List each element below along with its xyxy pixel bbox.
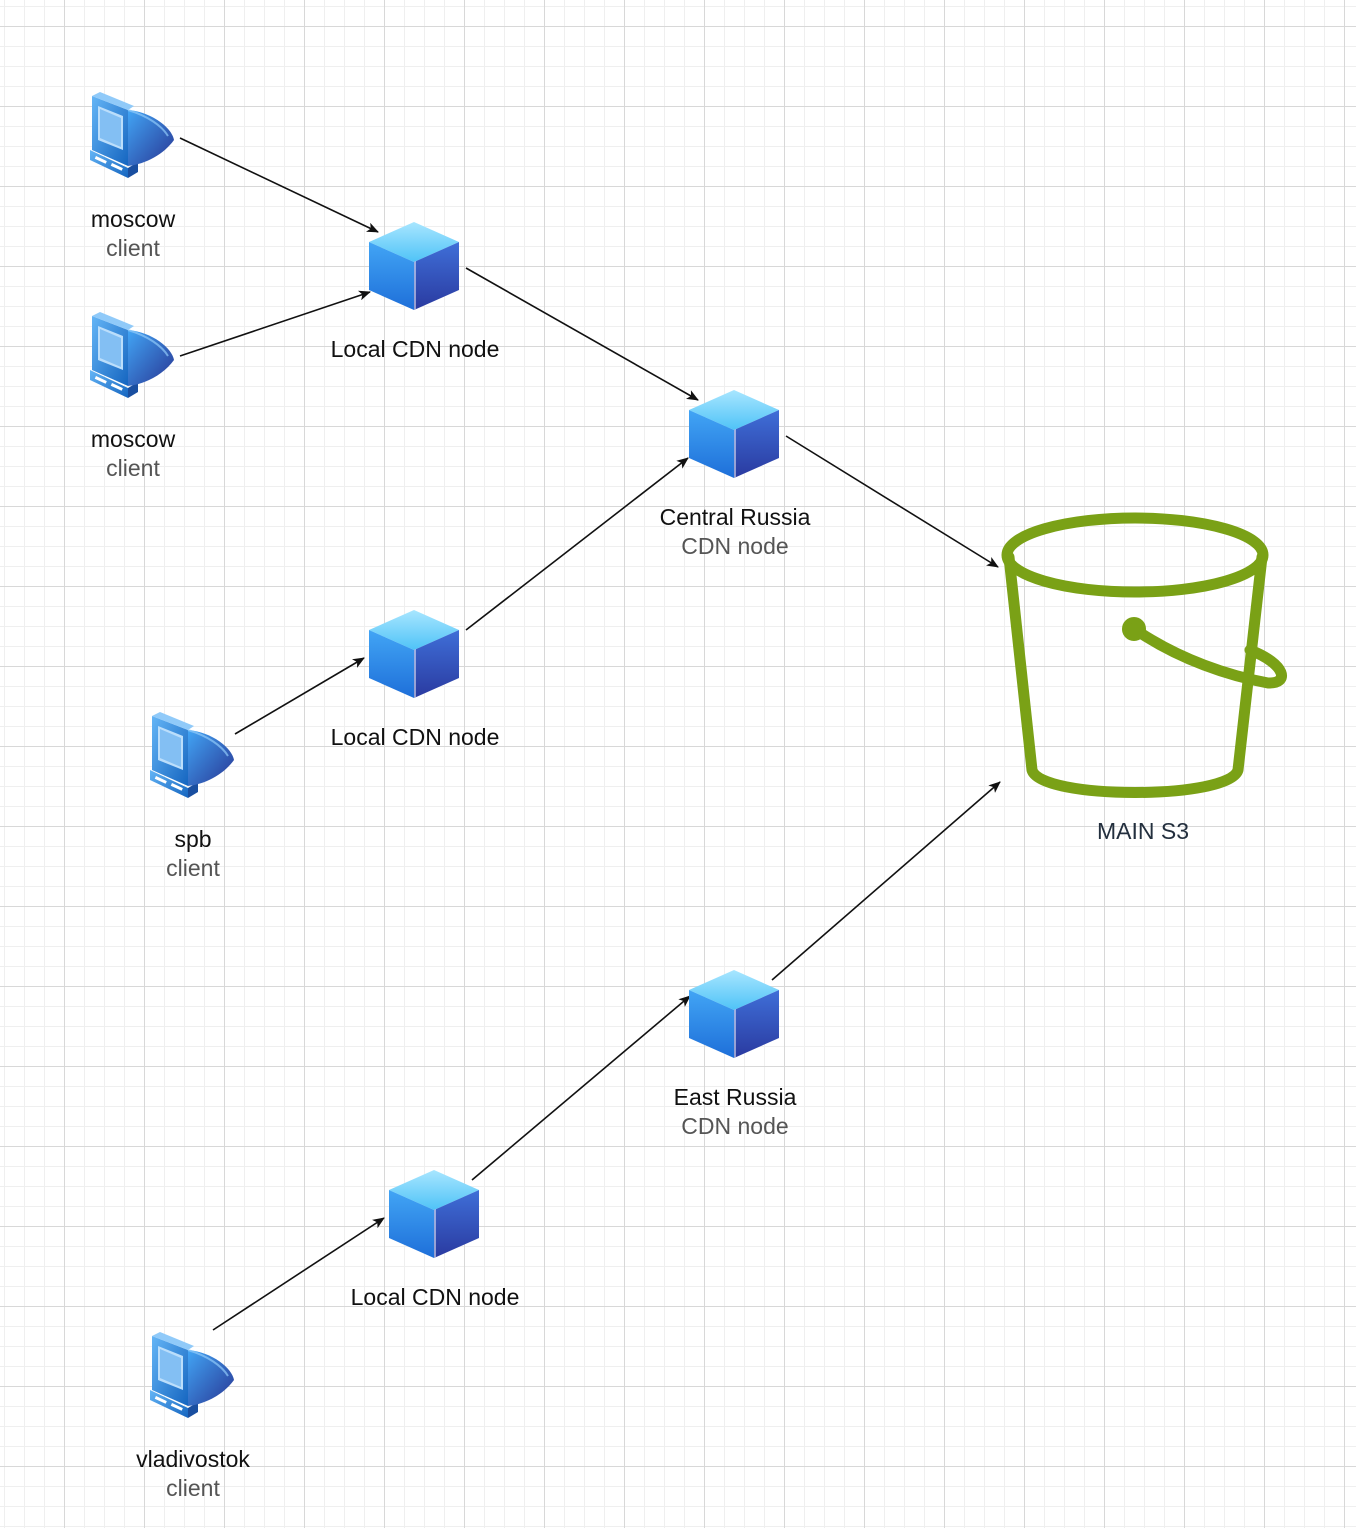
node-label-local-cdn-2: Local CDN node (331, 723, 500, 752)
label-line-secondary: CDN node (681, 1113, 789, 1139)
label-line-primary: Local CDN node (330, 724, 500, 750)
edge-moscow2-to-local1 (179, 290, 371, 357)
computer-icon[interactable] (89, 92, 174, 178)
label-line-secondary: client (166, 855, 220, 881)
label-line-primary: vladivostok (136, 1446, 250, 1472)
edge-local1-to-central (465, 267, 699, 401)
node-label-vladivostok-client: vladivostok client (136, 1445, 250, 1503)
label-line-primary: moscow (90, 206, 176, 232)
node-label-moscow-client-1: moscow client (91, 205, 175, 263)
label-line-primary: Central Russia (659, 504, 811, 530)
edge-east-to-s3 (771, 781, 1001, 981)
computer-icon[interactable] (149, 712, 234, 798)
node-label-central-cdn: Central Russia CDN node (660, 503, 811, 561)
label-line-primary: moscow (90, 426, 176, 452)
node-label-east-cdn: East Russia CDN node (674, 1083, 797, 1141)
label-line-primary: spb (174, 826, 212, 852)
computer-icon[interactable] (149, 1332, 234, 1418)
label-line-secondary: client (166, 1475, 220, 1501)
edge-spb-to-local2 (234, 657, 365, 735)
node-label-moscow-client-2: moscow client (91, 425, 175, 483)
node-label-main-s3: MAIN S3 (1097, 817, 1189, 846)
computer-icon[interactable] (89, 312, 174, 398)
node-label-spb-client: spb client (166, 825, 220, 883)
label-line-secondary: client (106, 235, 160, 261)
edge-moscow1-to-local1 (179, 137, 379, 233)
cube-icon[interactable] (689, 390, 779, 478)
edge-vladivostok-to-local3 (212, 1217, 385, 1331)
label-line-secondary: client (106, 455, 160, 481)
label-line-primary: East Russia (673, 1084, 797, 1110)
label-line-secondary: CDN node (681, 533, 789, 559)
label-line-primary: MAIN S3 (1096, 818, 1190, 844)
s3-bucket-icon[interactable] (1001, 512, 1287, 798)
node-label-local-cdn-3: Local CDN node (351, 1283, 520, 1312)
edge-local3-to-east (471, 995, 691, 1181)
cube-icon[interactable] (689, 970, 779, 1058)
edge-local2-to-central (465, 457, 689, 631)
cube-icon[interactable] (369, 610, 459, 698)
label-line-primary: Local CDN node (350, 1284, 520, 1310)
node-label-local-cdn-1: Local CDN node (331, 335, 500, 364)
label-line-primary: Local CDN node (330, 336, 500, 362)
edge-central-to-s3 (785, 435, 999, 568)
edges (179, 137, 1001, 1331)
cube-icon[interactable] (369, 222, 459, 310)
cube-icon[interactable] (389, 1170, 479, 1258)
